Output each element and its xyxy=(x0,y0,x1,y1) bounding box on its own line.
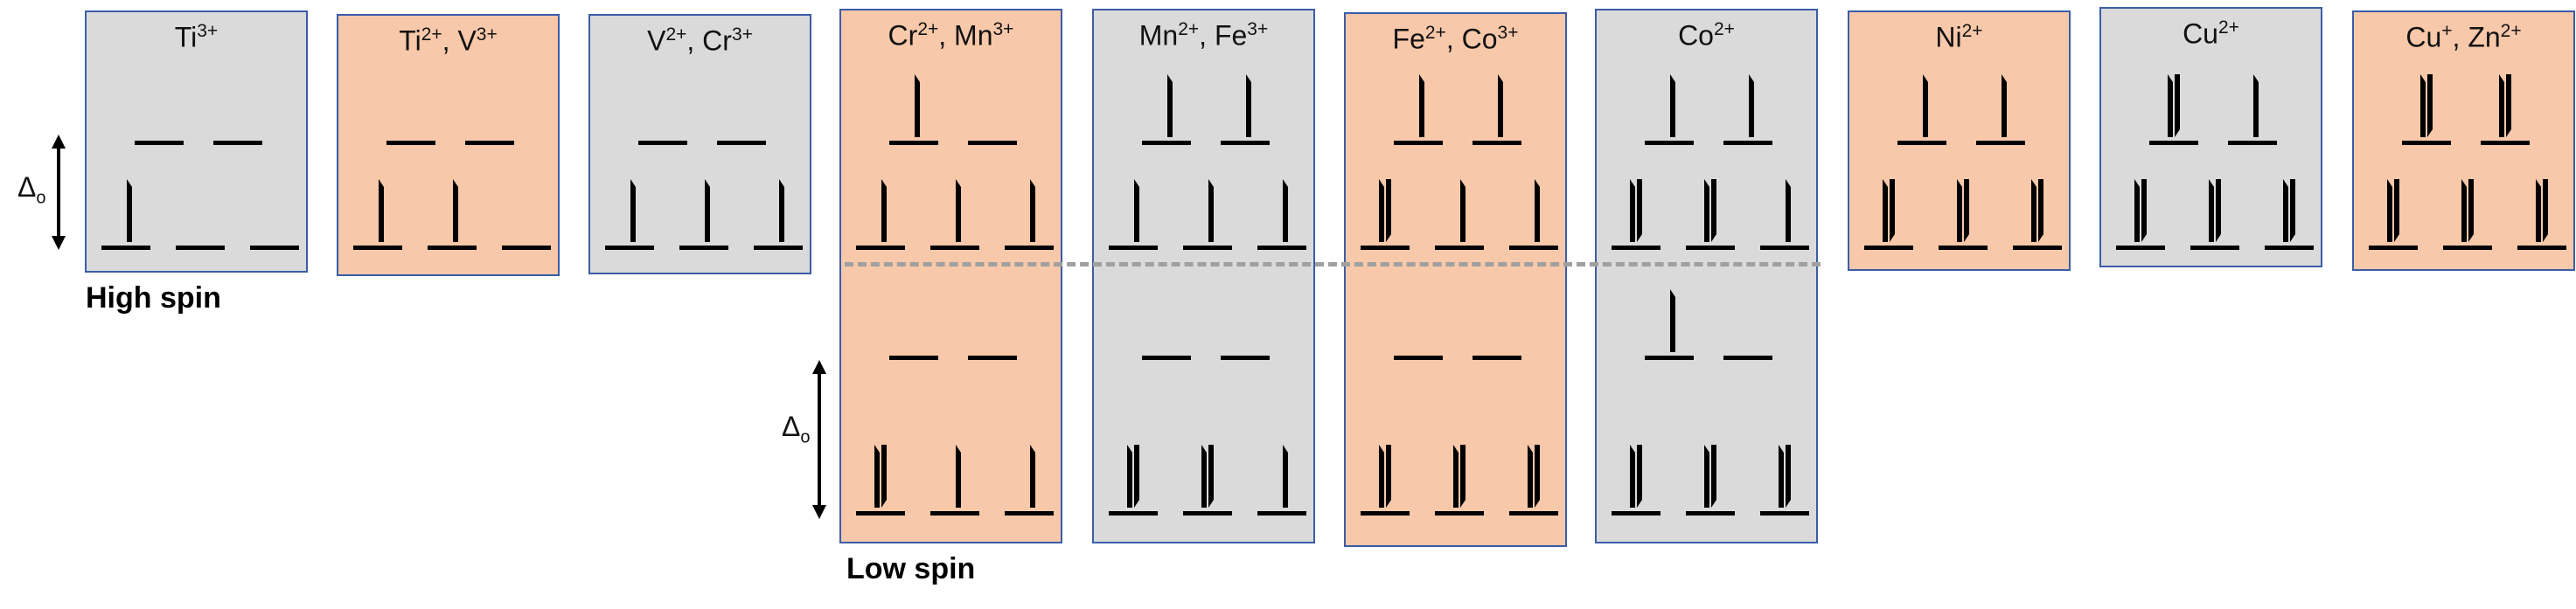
t2g-orbital-1 xyxy=(353,179,402,250)
ls-t2g-orbital-1 xyxy=(1109,445,1158,516)
t2g-orbital-1 xyxy=(1612,179,1660,250)
t2g-orbital-3 xyxy=(1005,179,1054,250)
config-box-7: Co2+ xyxy=(1595,9,1818,543)
t2g-orbital-1 xyxy=(2369,179,2418,250)
ion-label: Ti2+, V3+ xyxy=(399,24,498,57)
eg-orbital-1 xyxy=(1394,74,1443,145)
t2g-orbital-3 xyxy=(754,179,803,250)
eg-orbital-2 xyxy=(213,100,262,145)
ls-eg-orbital-1 xyxy=(889,315,938,360)
t2g-orbital-2 xyxy=(1183,179,1232,250)
ls-eg-orbital-1 xyxy=(1142,315,1191,360)
t2g-orbital-2 xyxy=(1939,179,1988,250)
t2g-orbital-2 xyxy=(2190,179,2239,250)
eg-orbital-2 xyxy=(1221,74,1270,145)
ion-label: Cu2+ xyxy=(2183,17,2239,50)
config-box-10: Cu+, Zn2+ xyxy=(2352,10,2575,271)
ls-t2g-orbital-2 xyxy=(1686,445,1735,516)
t2g-orbital-3 xyxy=(2517,179,2566,250)
t2g-orbital-1 xyxy=(1109,179,1158,250)
ls-eg-orbital-1 xyxy=(1645,289,1694,360)
t2g-orbital-2 xyxy=(679,179,728,250)
ion-label: Mn2+, Fe3+ xyxy=(1138,19,1269,52)
config-box-9: Cu2+ xyxy=(2099,7,2322,267)
t2g-orbital-1 xyxy=(2116,179,2165,250)
ls-t2g-orbital-1 xyxy=(856,445,905,516)
eg-orbital-1 xyxy=(889,74,938,145)
ls-t2g-orbital-3 xyxy=(1005,445,1054,516)
t2g-orbital-3 xyxy=(1257,179,1306,250)
t2g-orbital-3 xyxy=(1760,179,1809,250)
delta-o-label-high: Δo xyxy=(17,171,46,208)
t2g-orbital-2 xyxy=(176,204,225,250)
ls-eg-orbital-1 xyxy=(1394,315,1443,360)
t2g-orbital-2 xyxy=(1686,179,1735,250)
eg-orbital-1 xyxy=(2149,74,2198,145)
config-box-6: Fe2+, Co3+ xyxy=(1344,12,1567,547)
ls-t2g-orbital-2 xyxy=(1183,445,1232,516)
ls-t2g-orbital-1 xyxy=(1361,445,1410,516)
t2g-orbital-3 xyxy=(502,204,551,250)
ls-eg-orbital-2 xyxy=(1221,315,1270,360)
delta-o-label-low: Δo xyxy=(782,411,811,447)
high-low-spin-divider xyxy=(845,262,1821,266)
ls-eg-orbital-2 xyxy=(1472,315,1521,360)
eg-orbital-1 xyxy=(135,100,184,145)
delta-arrow-low-spin xyxy=(812,360,826,519)
ls-t2g-orbital-2 xyxy=(1435,445,1484,516)
t2g-orbital-3 xyxy=(2265,179,2314,250)
t2g-orbital-1 xyxy=(605,179,654,250)
ion-label: Ni2+ xyxy=(1935,21,1983,53)
eg-orbital-1 xyxy=(638,100,687,145)
ls-t2g-orbital-1 xyxy=(1612,445,1660,516)
eg-orbital-1 xyxy=(386,100,435,145)
ls-t2g-orbital-3 xyxy=(1257,445,1306,516)
t2g-orbital-1 xyxy=(1361,179,1410,250)
ion-label: Co2+ xyxy=(1678,19,1735,52)
eg-orbital-2 xyxy=(2481,74,2530,145)
t2g-orbital-3 xyxy=(250,204,299,250)
eg-orbital-2 xyxy=(1976,74,2025,145)
ion-label: Ti3+ xyxy=(174,21,219,53)
eg-orbital-2 xyxy=(465,100,514,145)
high-spin-label: High spin xyxy=(86,281,221,315)
t2g-orbital-2 xyxy=(428,179,477,250)
eg-orbital-2 xyxy=(717,100,766,145)
t2g-orbital-2 xyxy=(1435,179,1484,250)
config-box-1: Ti3+ xyxy=(85,10,308,273)
ls-eg-orbital-2 xyxy=(1723,315,1772,360)
low-spin-label: Low spin xyxy=(846,552,976,585)
t2g-orbital-1 xyxy=(1864,179,1913,250)
ion-label: Cr2+, Mn3+ xyxy=(888,19,1014,52)
delta-arrow-high-spin xyxy=(52,135,66,250)
eg-orbital-2 xyxy=(968,100,1017,145)
ls-t2g-orbital-2 xyxy=(930,445,979,516)
ion-label: V2+, Cr3+ xyxy=(647,24,753,57)
t2g-orbital-3 xyxy=(1509,179,1558,250)
config-box-4: Cr2+, Mn3+ xyxy=(839,9,1062,543)
config-box-5: Mn2+, Fe3+ xyxy=(1092,9,1315,543)
config-box-2: Ti2+, V3+ xyxy=(337,14,560,276)
eg-orbital-1 xyxy=(1897,74,1946,145)
ls-t2g-orbital-3 xyxy=(1760,445,1809,516)
config-box-3: V2+, Cr3+ xyxy=(588,14,811,274)
eg-orbital-1 xyxy=(1142,74,1191,145)
eg-orbital-2 xyxy=(1723,74,1772,145)
t2g-orbital-2 xyxy=(930,179,979,250)
config-box-8: Ni2+ xyxy=(1848,10,2071,271)
eg-orbital-1 xyxy=(1645,74,1694,145)
ls-eg-orbital-2 xyxy=(968,315,1017,360)
t2g-orbital-3 xyxy=(2013,179,2062,250)
ls-t2g-orbital-3 xyxy=(1509,445,1558,516)
t2g-orbital-1 xyxy=(856,179,905,250)
eg-orbital-1 xyxy=(2402,74,2451,145)
eg-orbital-2 xyxy=(1472,74,1521,145)
ion-label: Cu+, Zn2+ xyxy=(2405,21,2522,53)
t2g-orbital-1 xyxy=(101,179,150,250)
t2g-orbital-2 xyxy=(2443,179,2492,250)
eg-orbital-2 xyxy=(2228,74,2277,145)
ion-label: Fe2+, Co3+ xyxy=(1392,23,1519,55)
